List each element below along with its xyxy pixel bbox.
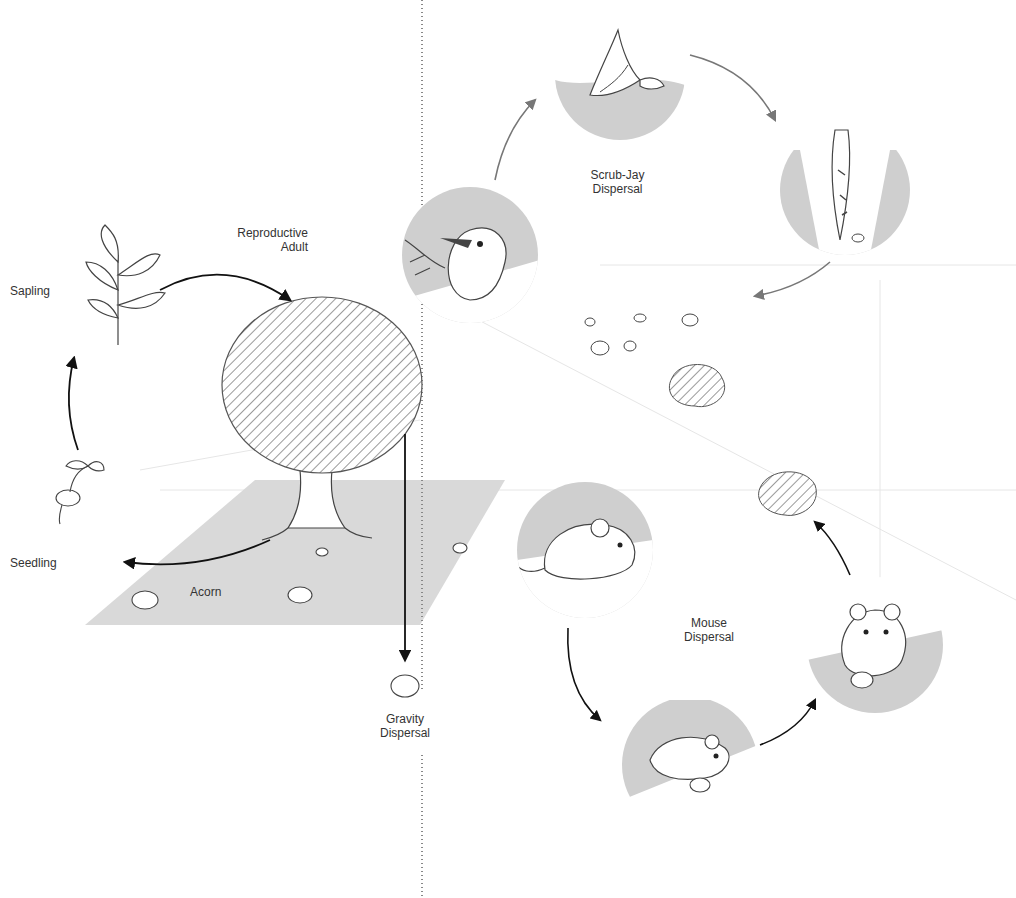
scrub-jay-arrows [495, 55, 830, 296]
stage-label: Gravity Dispersal [365, 712, 445, 740]
stage-label: Mouse Dispersal [670, 616, 748, 644]
cached-acorns [585, 314, 698, 355]
stage-label: Reproductive Adult [222, 226, 308, 254]
ground-plane [85, 480, 505, 625]
divider-line [421, 0, 423, 898]
cycle-arrows [69, 275, 405, 660]
scrub-jay-panels [400, 10, 910, 330]
seedling-icon [56, 461, 104, 524]
acorn-icons [132, 543, 467, 697]
seedling-blobs [669, 365, 816, 516]
mouse-panels [517, 482, 943, 833]
stage-label: Acorn [190, 585, 242, 599]
stage-label: Sapling [10, 284, 72, 298]
mouse-arrows [568, 522, 850, 745]
stage-label: Seedling [10, 556, 82, 570]
oak-tree [222, 297, 422, 540]
sapling-icon [86, 225, 165, 345]
stage-label: Scrub-Jay Dispersal [570, 168, 665, 196]
